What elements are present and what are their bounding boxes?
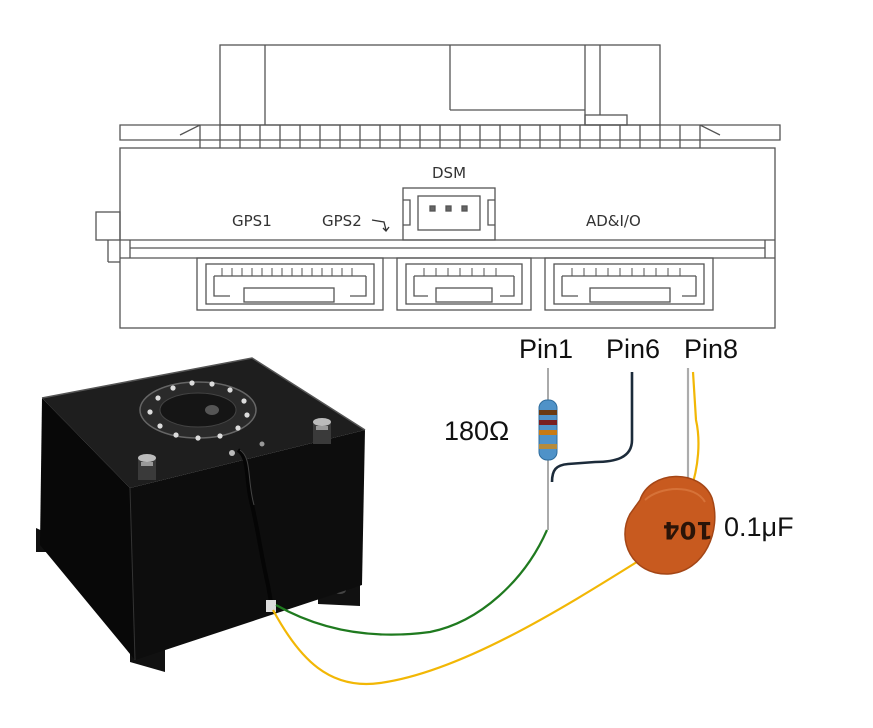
resistor-band [539,420,557,425]
adio-label: AD&I/O [586,212,641,230]
resistor-value: 180Ω [444,416,509,446]
tank-left-face [40,398,135,660]
gps2-label: GPS2 [322,212,362,230]
wire-splice [266,600,276,612]
tank-fitting [138,454,156,480]
capacitor [624,368,716,575]
dsm-connector [402,187,496,241]
gps1-connector [196,257,384,311]
gps2-connector [396,257,532,311]
controller-top-block [219,44,661,126]
capacitor-body [624,475,716,575]
dark-wire [550,372,634,483]
ridge-teeth [199,125,701,148]
green-wire [275,529,549,636]
tank-front-face [130,430,365,660]
adio-connector [544,257,714,311]
resistor-band [539,430,557,435]
pin8-label: Pin8 [684,334,738,364]
connector-pins [221,268,681,276]
resistor-band [539,444,557,449]
pin6-label: Pin6 [606,334,660,364]
capacitor-value: 0.1μF [724,512,794,542]
sender-cable [236,448,274,609]
resistor-band [539,410,557,415]
pin1-label: Pin1 [519,334,573,364]
filler-bolts [147,380,250,441]
dsm-label: DSM [432,164,466,182]
flight-controller [95,44,781,329]
fuel-tank [36,357,366,672]
tank-fitting [313,418,331,444]
resistor [538,368,558,530]
capacitor-code: 104 [663,516,713,544]
gps1-label: GPS1 [232,212,272,230]
side-tab [95,211,121,241]
gps2-arrow-icon [371,219,390,232]
